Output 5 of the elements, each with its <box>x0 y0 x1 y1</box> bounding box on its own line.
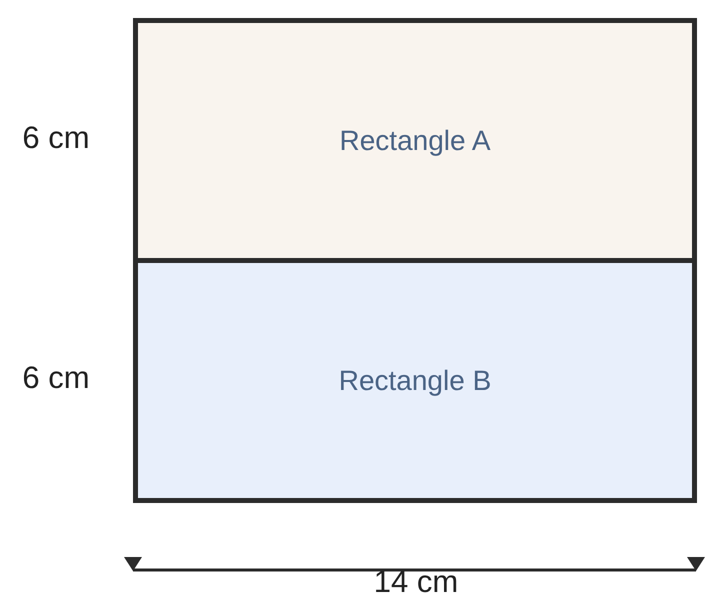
dimension-label: 14 cm <box>372 563 460 601</box>
dimension-label: 6 cm <box>21 119 91 157</box>
rectangle-label: Rectangle A <box>340 124 490 158</box>
dimension-label: 6 cm <box>21 359 91 397</box>
rectangle-label: Rectangle B <box>338 364 492 398</box>
